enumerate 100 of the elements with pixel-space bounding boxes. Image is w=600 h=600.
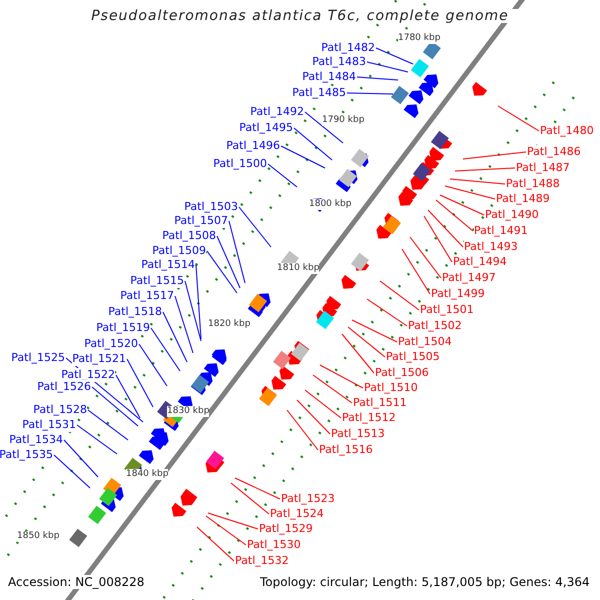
gene-label: Patl_1530	[247, 538, 301, 552]
leader-line	[208, 512, 258, 530]
leader-line	[320, 364, 364, 388]
leader-line	[366, 62, 408, 72]
scale-label: 1820 kbp	[208, 319, 250, 330]
leader-line	[216, 236, 240, 288]
gene-label: Patl_1497	[442, 271, 496, 285]
gene-label: Patl_1489	[496, 192, 550, 206]
gene-label: Patl_1480	[540, 124, 594, 138]
gene-label: Patl_1513	[331, 427, 385, 441]
gene-label: Patl_1535	[0, 448, 53, 462]
scale-label: 1840 kbp	[126, 469, 168, 480]
gene-label: Patl_1504	[398, 335, 452, 349]
leader-line	[92, 386, 138, 426]
scale-label: 1830 kbp	[167, 406, 210, 417]
gene-label: Patl_1514	[141, 258, 195, 272]
gene-label: Patl_1503	[184, 200, 238, 214]
scale-label: 1810 kbp	[277, 263, 320, 274]
leader-line	[174, 296, 194, 354]
gene-label: Patl_1492	[250, 105, 304, 119]
gene-label: Patl_1486	[527, 145, 581, 159]
gene-label: Patl_1508	[162, 229, 216, 243]
gene-label: Patl_1485	[292, 86, 346, 100]
gene-label: Patl_1506	[375, 366, 429, 380]
gene-label: Patl_1507	[174, 214, 228, 228]
leader-line	[126, 358, 154, 408]
leader-line	[206, 516, 246, 546]
scale-label: 1850 kbp	[17, 531, 60, 542]
leader-line	[228, 220, 246, 284]
gene-label: Patl_1521	[72, 352, 126, 366]
gene-label: Patl_1509	[152, 244, 206, 258]
gene-label: Patl_1516	[319, 443, 373, 457]
leader-line	[280, 146, 326, 168]
gene-label: Patl_1524	[270, 507, 324, 521]
gene-label: Patl_1487	[516, 161, 570, 175]
leader-line	[76, 424, 118, 454]
gene-label: Patl_1482	[321, 41, 375, 55]
gene-label: Patl_1528	[33, 403, 87, 417]
leader-line	[352, 320, 398, 342]
leader-line	[286, 410, 318, 450]
leader-line	[436, 200, 474, 232]
leader-line	[424, 216, 452, 262]
leader-line	[296, 400, 330, 434]
scale-label: 1780 kbp	[398, 33, 440, 44]
gene-label: Patl_1488	[506, 177, 560, 191]
gene-label: Patl_1505	[386, 350, 440, 364]
gene-label: Patl_1496	[226, 139, 280, 153]
gene-label: Patl_1534	[9, 433, 63, 447]
leader-line	[162, 312, 188, 362]
gene-label: Patl_1512	[342, 411, 396, 425]
gene-label: Patl_1523	[281, 492, 335, 506]
gene-label: Patl_1484	[302, 70, 356, 84]
leader-line	[230, 482, 270, 514]
leader-line	[444, 186, 496, 200]
leader-line	[206, 250, 238, 294]
leader-line	[346, 92, 394, 94]
leader-line	[348, 326, 386, 358]
leader-line	[88, 410, 128, 440]
leader-line	[304, 112, 344, 144]
gene-label: Patl_1529	[259, 522, 313, 536]
gene-label: Patl_1532	[235, 554, 289, 568]
gene-label: Patl_1515	[130, 274, 184, 288]
leader-line	[116, 374, 140, 418]
leader-line	[376, 48, 414, 64]
leader-line	[54, 454, 90, 488]
footer-text: Accession: NC_008228	[8, 575, 144, 589]
leader-line	[64, 440, 98, 478]
leader-line	[498, 106, 540, 132]
leader-line	[238, 206, 272, 248]
gene-label: Patl_1531	[22, 418, 76, 432]
leader-line	[196, 264, 202, 340]
leader-line	[304, 390, 342, 418]
leader-line	[184, 280, 202, 342]
gene-label: Patl_1490	[485, 208, 539, 222]
scale-label: 1790 kbp	[322, 115, 364, 126]
gene-label: Patl_1493	[464, 240, 518, 254]
gene-label: Patl_1525	[11, 351, 65, 365]
scale-label: 1800 kbp	[309, 199, 352, 210]
leader-line	[380, 280, 420, 310]
leader-line	[462, 152, 526, 160]
gene-label: Patl_1522	[61, 368, 115, 382]
gene-label: Patl_1526	[37, 380, 91, 394]
gene-label: Patl_1519	[96, 321, 150, 335]
gene-label: Patl_1500	[213, 157, 267, 171]
leader-line	[268, 164, 298, 188]
gene-label: Patl_1495	[239, 121, 293, 135]
gene-label: Patl_1501	[420, 303, 474, 317]
gene-label: Patl_1511	[353, 396, 407, 410]
leader-line	[234, 478, 280, 500]
leader-line	[410, 236, 442, 278]
gene-label: Patl_1483	[312, 55, 366, 69]
leader-line	[454, 168, 516, 172]
leader-line	[428, 210, 464, 248]
gene-label: Patl_1499	[431, 287, 485, 301]
leader-line	[138, 344, 168, 386]
leader-line	[342, 334, 374, 374]
leader-line	[440, 194, 484, 216]
leader-line	[450, 178, 506, 184]
gene-label: Patl_1510	[364, 381, 418, 395]
gene-label: Patl_1517	[120, 289, 174, 303]
